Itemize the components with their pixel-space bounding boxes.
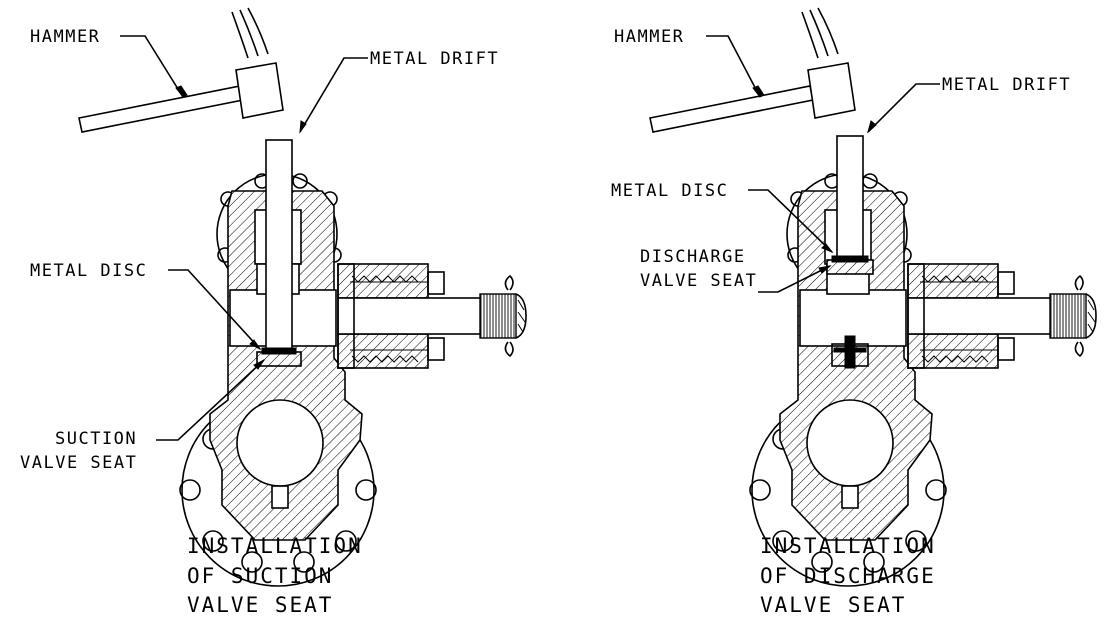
caption-right-line1: INSTALLATION <box>760 534 936 558</box>
seat-label-right-line1: DISCHARGE <box>640 247 746 267</box>
seat-label-left-line2: VALVE SEAT <box>20 453 137 473</box>
metal-drift-label-left: METAL DRIFT <box>370 49 499 69</box>
metal-drift-left <box>265 139 293 353</box>
caption-left-line1: INSTALLATION <box>187 534 363 558</box>
metal-disc-right <box>831 255 869 263</box>
hammer-label-left: HAMMER <box>30 27 100 47</box>
metal-drift-label-right: METAL DRIFT <box>942 75 1071 95</box>
metal-disc-left <box>261 347 297 355</box>
caption-right-line2: OF DISCHARGE <box>760 564 936 588</box>
suction-seat-view: HAMMER METAL DRIFT METAL DISC SUCTION VA… <box>20 7 527 617</box>
hammer-head-left <box>235 62 284 119</box>
seat-label-right-line2: VALVE SEAT <box>640 271 757 291</box>
hammer-handle-right <box>649 85 814 133</box>
metal-drift-right <box>836 135 864 259</box>
discharge-seat-view: HAMMER METAL DRIFT METAL DISC DISCHARGE … <box>611 7 1097 617</box>
hammer-label-right: HAMMER <box>614 27 684 47</box>
metal-disc-label-left: METAL DISC <box>30 261 147 281</box>
metal-disc-label-right: METAL DISC <box>611 181 728 201</box>
hammer-handle-left <box>78 85 244 133</box>
caption-left-line3: VALVE SEAT <box>187 593 333 617</box>
installed-suction-valve-right <box>831 335 869 369</box>
seat-label-left-line1: SUCTION <box>55 429 137 449</box>
hammer-head-right <box>807 62 856 119</box>
caption-left-line2: OF SUCTION <box>187 564 333 588</box>
caption-right-line3: VALVE SEAT <box>760 593 906 617</box>
